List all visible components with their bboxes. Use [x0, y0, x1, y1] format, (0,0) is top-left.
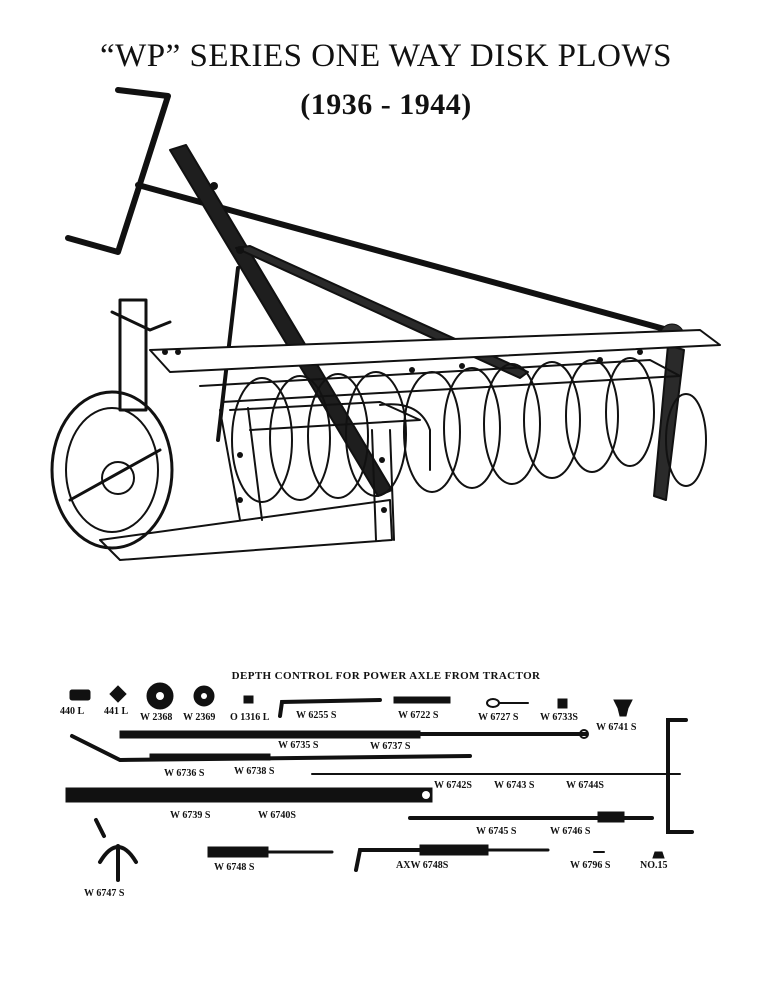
- part-label-w6743S: W 6743 S: [494, 780, 535, 791]
- part-label-w6735S: W 6735 S: [278, 740, 319, 751]
- part-w6733S-drawing: [557, 698, 568, 709]
- part-label-no15: NO.15: [640, 860, 668, 871]
- parts-section-heading: DEPTH CONTROL FOR POWER AXLE FROM TRACTO…: [231, 670, 541, 682]
- page-subtitle-years: (1936 - 1944): [300, 88, 472, 121]
- part-label-w6740S: W 6740S: [258, 810, 296, 821]
- part-label-w6796S: W 6796 S: [570, 860, 611, 871]
- part-label-441L: 441 L: [104, 706, 129, 717]
- depth-control-handle: [65, 87, 671, 333]
- bar-w6739S-drawing: [65, 787, 433, 803]
- part-w6255S-drawing: [278, 698, 382, 718]
- rack-w6735S-drawing: [119, 729, 589, 739]
- part-440L-drawing: [69, 689, 91, 701]
- part-w6727S-drawing: [486, 698, 529, 708]
- part-o1316L-drawing: [243, 695, 254, 704]
- part-label-440L: 440 L: [60, 706, 85, 717]
- part-label-w6747S: W 6747 S: [84, 888, 125, 899]
- yoke-w6747S-drawing: [94, 818, 138, 882]
- furrow-wheel: [50, 298, 174, 550]
- part-441L-drawing: [109, 685, 127, 703]
- part-label-o1316L: O 1316 L: [230, 712, 270, 723]
- gear-w2368-drawing: [146, 682, 174, 710]
- plow-illustration: [50, 87, 721, 561]
- page-title: “WP” SERIES ONE WAY DISK PLOWS: [99, 38, 673, 74]
- part-label-w6744S: W 6744S: [566, 780, 604, 791]
- t-handle-w6744S-drawing: [666, 718, 694, 834]
- part-label-w6255S: W 6255 S: [296, 710, 337, 721]
- part-label-axw6748S: AXW 6748S: [396, 860, 449, 871]
- part-label-w6748S: W 6748 S: [214, 862, 255, 873]
- part-label-w6742S: W 6742S: [434, 780, 472, 791]
- part-label-w6737S: W 6737 S: [370, 741, 411, 752]
- part-label-w2369: W 2369: [183, 712, 216, 723]
- part-axw6748S-drawing: [354, 844, 550, 872]
- part-label-w2368: W 2368: [140, 712, 173, 723]
- part-label-w6736S: W 6736 S: [164, 768, 205, 779]
- part-w6741S-drawing: [613, 699, 633, 717]
- disk-gangs: [231, 357, 707, 503]
- nut-no15-drawing: [652, 851, 665, 859]
- part-label-w6722S: W 6722 S: [398, 710, 439, 721]
- part-label-w6738S: W 6738 S: [234, 766, 275, 777]
- rod-w6745S-drawing: [408, 811, 654, 823]
- part-w6748S-drawing: [207, 846, 334, 858]
- part-label-w6739S: W 6739 S: [170, 810, 211, 821]
- gear-w2369-drawing: [193, 685, 215, 707]
- part-label-w6745S: W 6745 S: [476, 826, 517, 837]
- rod-w6736S-drawing: [70, 734, 472, 763]
- rack-w6738S-drawing: [149, 753, 271, 761]
- part-label-w6727S: W 6727 S: [478, 712, 519, 723]
- part-label-w6746S: W 6746 S: [550, 826, 591, 837]
- part-label-w6733S: W 6733S: [540, 712, 578, 723]
- part-label-w6741S: W 6741 S: [596, 722, 637, 733]
- part-w6722S-drawing: [393, 696, 451, 704]
